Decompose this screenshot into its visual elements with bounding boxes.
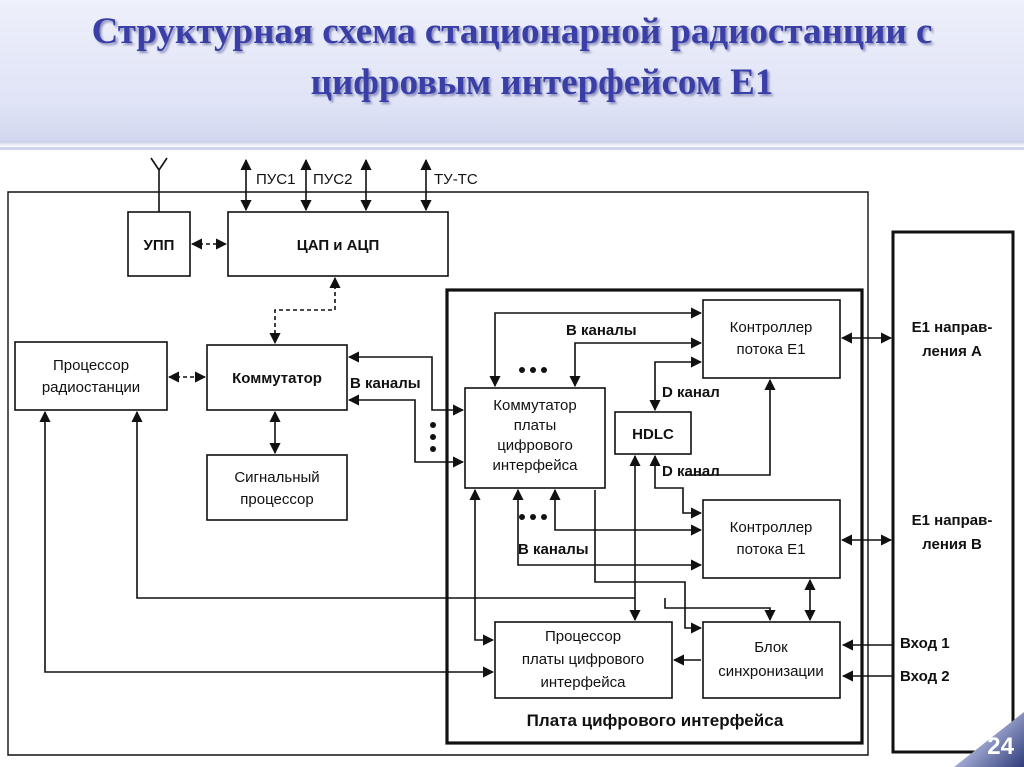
- e1-dir-a-label-2: ления А: [922, 343, 982, 360]
- radio-cpu-box: [14, 341, 168, 411]
- sync-label-2: синхронизации: [718, 663, 824, 680]
- e1-dir-b-label-2: ления В: [922, 536, 982, 553]
- radio-cpu-label-1: Процессор: [53, 357, 129, 374]
- hdlc-box: [614, 411, 692, 455]
- b-channels-label-top: В каналы: [566, 322, 637, 339]
- tu-ts-label: ТУ-ТС: [434, 171, 478, 188]
- b-channels-label-left: В каналы: [350, 375, 421, 392]
- board-switch-label-4: интерфейса: [493, 457, 579, 474]
- b-channels-label-bottom: В каналы: [518, 541, 589, 558]
- pus1-label: ПУС1: [256, 171, 296, 188]
- switch-box: [206, 344, 348, 411]
- board-cpu-label-3: интерфейса: [541, 674, 627, 691]
- dac-adc-box: [227, 211, 449, 277]
- signal-cpu-label-1: Сигнальный: [234, 469, 319, 486]
- ctrl-b-label-2: потока Е1: [737, 541, 806, 558]
- title-line-1: Структурная схема стационарной радиостан…: [91, 11, 933, 52]
- e1-dir-b-label-1: Е1 направ-: [912, 512, 993, 529]
- ctrl-b-box: [702, 499, 841, 579]
- ctrl-a-label-1: Контроллер: [730, 319, 813, 336]
- board-cpu-label-1: Процессор: [545, 628, 621, 645]
- signal-cpu-box: [206, 454, 348, 521]
- station-frame: [7, 191, 869, 756]
- slide-header: Структурная схема стационарной радиостан…: [0, 0, 1024, 150]
- board-caption: Плата цифрового интерфейса: [527, 711, 784, 730]
- dac-adc-label: ЦАП и АЦП: [297, 237, 380, 254]
- signal-cpu-label-2: процессор: [240, 491, 313, 508]
- antenna: [150, 157, 168, 212]
- title-line-2: цифровым интерфейсом Е1: [310, 62, 774, 103]
- upp-label: УПП: [144, 237, 175, 254]
- ctrl-a-label-2: потока Е1: [737, 341, 806, 358]
- slide-title: Структурная схема стационарной радиостан…: [0, 6, 1024, 108]
- header-divider: [0, 141, 1024, 147]
- input2-label: Вход 2: [900, 668, 950, 685]
- switch-label: Коммутатор: [232, 370, 322, 387]
- d-channel-label-top: D канал: [662, 384, 720, 401]
- pus2-label: ПУС2: [313, 171, 353, 188]
- e1-panel: [891, 230, 1015, 754]
- sync-label-1: Блок: [754, 639, 788, 656]
- page-number: 24: [987, 733, 1014, 760]
- input1-label: Вход 1: [900, 635, 950, 652]
- ellipsis-dots: [430, 367, 547, 520]
- e1-dir-a-label-1: Е1 направ-: [912, 319, 993, 336]
- ctrl-a-box: [702, 299, 841, 379]
- board-switch-label-1: Коммутатор: [493, 397, 576, 414]
- ctrl-b-label-1: Контроллер: [730, 519, 813, 536]
- board-cpu-box: [494, 621, 673, 699]
- radio-cpu-label-2: радиостанции: [42, 379, 140, 396]
- board-cpu-label-2: платы цифрового: [522, 651, 644, 668]
- hdlc-label: HDLC: [632, 426, 674, 443]
- sync-box: [702, 621, 841, 699]
- board-switch-label-2: платы: [514, 417, 557, 434]
- board-switch-label-3: цифрового: [497, 437, 573, 454]
- d-channel-label-bottom: D канал: [662, 463, 720, 480]
